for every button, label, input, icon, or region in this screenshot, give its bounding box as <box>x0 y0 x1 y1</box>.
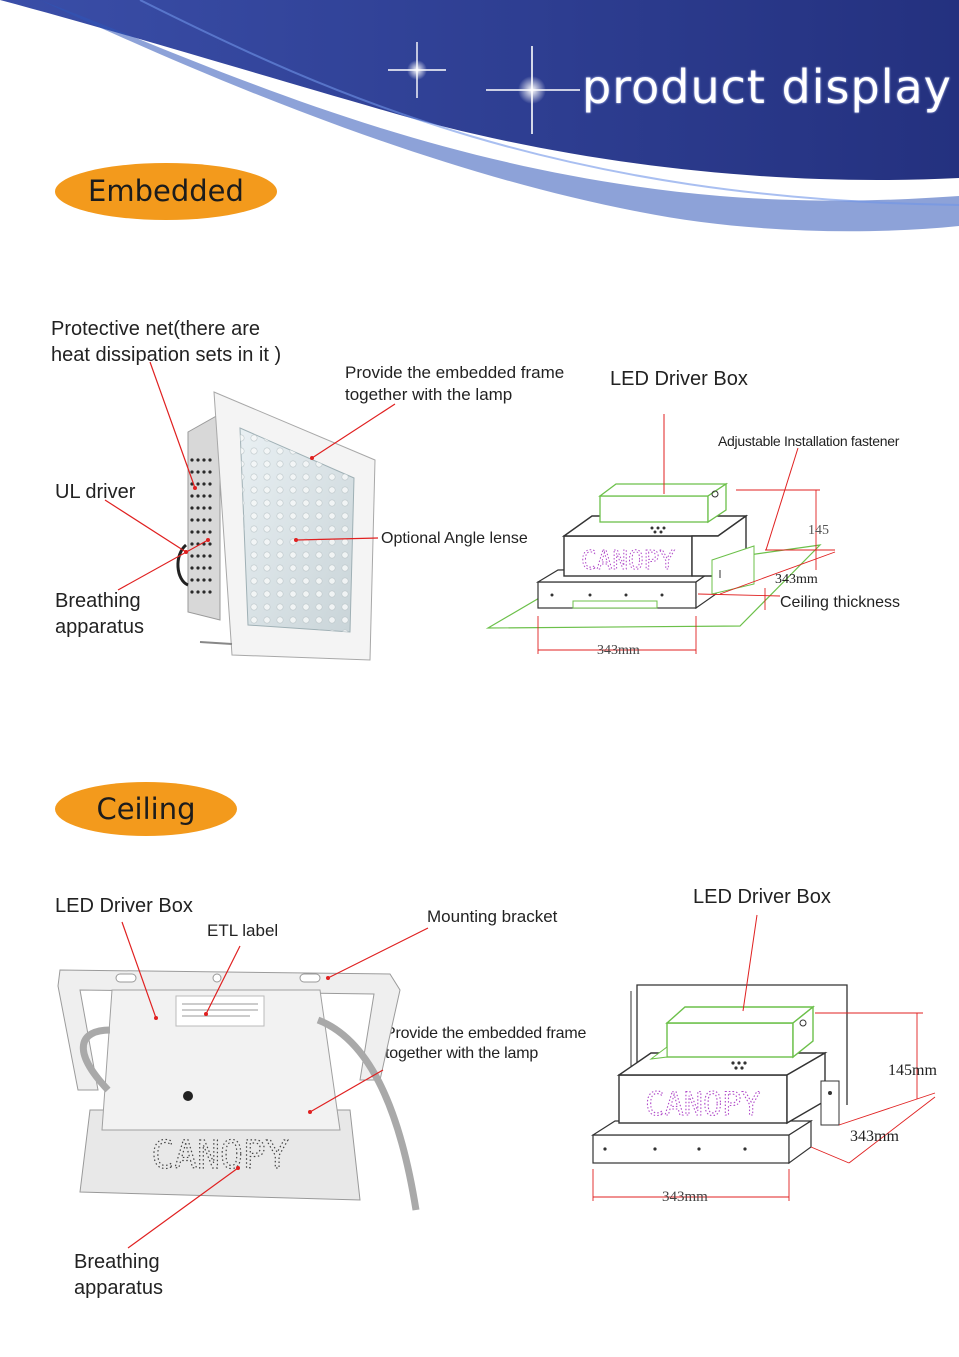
header-banner <box>0 0 959 232</box>
ceiling-thickness-label: Ceiling thickness <box>780 594 901 611</box>
ceiling-drawing-canopy-text: CANOPY <box>645 1085 761 1123</box>
embedded-width-label: 343mm <box>597 643 640 658</box>
ul-driver-label: UL driver <box>55 481 136 503</box>
optional-angle-lense-label: Optional Angle lense <box>381 530 528 547</box>
embedded-frame-label: Provide the embedded frame together with… <box>345 363 565 404</box>
sparkle-icon <box>486 46 580 134</box>
ceiling-breathing-apparatus-label: Breathing apparatus <box>74 1251 163 1299</box>
breathing-apparatus-label: Breathing apparatus <box>55 590 144 638</box>
sparkle-icon <box>388 42 446 98</box>
ceiling-drawing-led-driver-box-label: LED Driver Box <box>693 886 831 908</box>
page-title: product display <box>582 60 952 114</box>
embedded-height-label: 145 <box>808 523 829 538</box>
section-heading-embedded: Embedded <box>55 163 277 220</box>
embedded-canopy-panel-text: CANOPY <box>581 546 675 576</box>
etl-label: ETL label <box>207 921 279 940</box>
embedded-technical-drawing: CANOPY <box>485 414 836 654</box>
adjustable-fastener-label: Adjustable Installation fastener <box>718 433 900 449</box>
embedded-depth-label: 343mm <box>775 572 818 587</box>
ceiling-technical-drawing: CANOPY <box>590 914 936 1201</box>
embedded-led-driver-box-label: LED Driver Box <box>610 368 748 390</box>
ceiling-width-label: 343mm <box>662 1189 708 1205</box>
ceiling-lamp-photo: CANOPY <box>57 969 420 1211</box>
section-heading-ceiling: Ceiling <box>55 782 237 836</box>
protective-net-label: Protective net(there are heat dissipatio… <box>51 318 282 366</box>
ceiling-led-driver-box-label: LED Driver Box <box>55 895 193 917</box>
mounting-bracket-label: Mounting bracket <box>427 907 558 926</box>
embedded-lamp-photo <box>176 391 376 661</box>
ceiling-height-label: 145mm <box>888 1062 937 1079</box>
ceiling-depth-label: 343mm <box>850 1128 899 1145</box>
embedded-photo-leaders <box>104 361 396 591</box>
ceiling-canopy-panel-text: CANOPY <box>151 1133 288 1177</box>
ceiling-embedded-frame-label: Provide the embedded frame together with… <box>385 1025 587 1063</box>
